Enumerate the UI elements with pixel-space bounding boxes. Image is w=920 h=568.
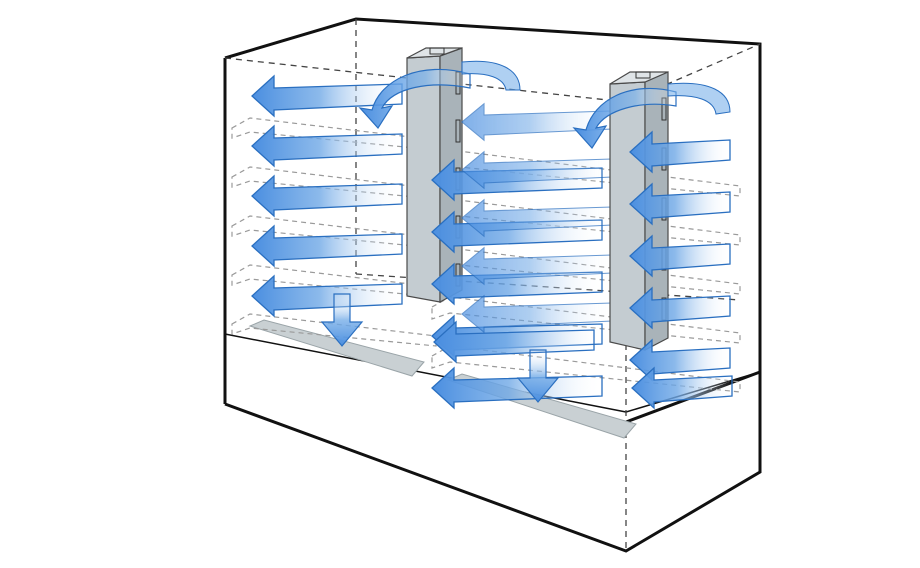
arrows-right-column-front <box>629 130 733 410</box>
left-arrow-icon <box>251 224 403 268</box>
left-arrow-icon <box>629 182 731 226</box>
left-arrow-icon <box>629 130 731 174</box>
down-arrow-icon <box>320 293 364 347</box>
curved-arrow-icon <box>572 87 677 149</box>
left-arrow-icon <box>251 124 403 168</box>
column-right-group <box>461 71 733 410</box>
left-arrow-icon <box>431 366 603 410</box>
left-arrow-icon <box>461 294 613 334</box>
left-arrow-icon <box>631 366 733 410</box>
curved-arrow-icon <box>358 68 471 129</box>
outflow-arrows <box>320 293 560 403</box>
left-arrow-icon <box>629 286 731 330</box>
column-slot <box>455 119 461 143</box>
room-bottom-edges <box>224 372 762 553</box>
left-arrow-icon <box>461 150 613 190</box>
left-arrow-icon <box>251 174 403 218</box>
left-arrow-icon <box>461 198 613 238</box>
arrows-right-back <box>461 102 613 334</box>
column-left-top <box>406 47 463 59</box>
column-left-cap <box>429 47 445 55</box>
floor-vent-left <box>248 319 425 377</box>
arrows-left-outgoing <box>251 74 403 318</box>
column-right-cap <box>635 71 651 79</box>
left-arrow-icon <box>251 274 403 318</box>
left-arrow-icon <box>629 234 731 278</box>
down-arrow-icon <box>516 349 560 403</box>
left-arrow-icon <box>629 338 731 382</box>
left-arrow-icon <box>433 320 595 364</box>
floor-plenum-top-edge <box>224 333 627 413</box>
curved-arrow-icon <box>461 60 521 91</box>
left-arrow-icon <box>461 246 613 286</box>
shelf-left <box>231 313 437 347</box>
top-curved-arrows <box>358 60 731 149</box>
curved-arrow-icon <box>667 82 731 115</box>
